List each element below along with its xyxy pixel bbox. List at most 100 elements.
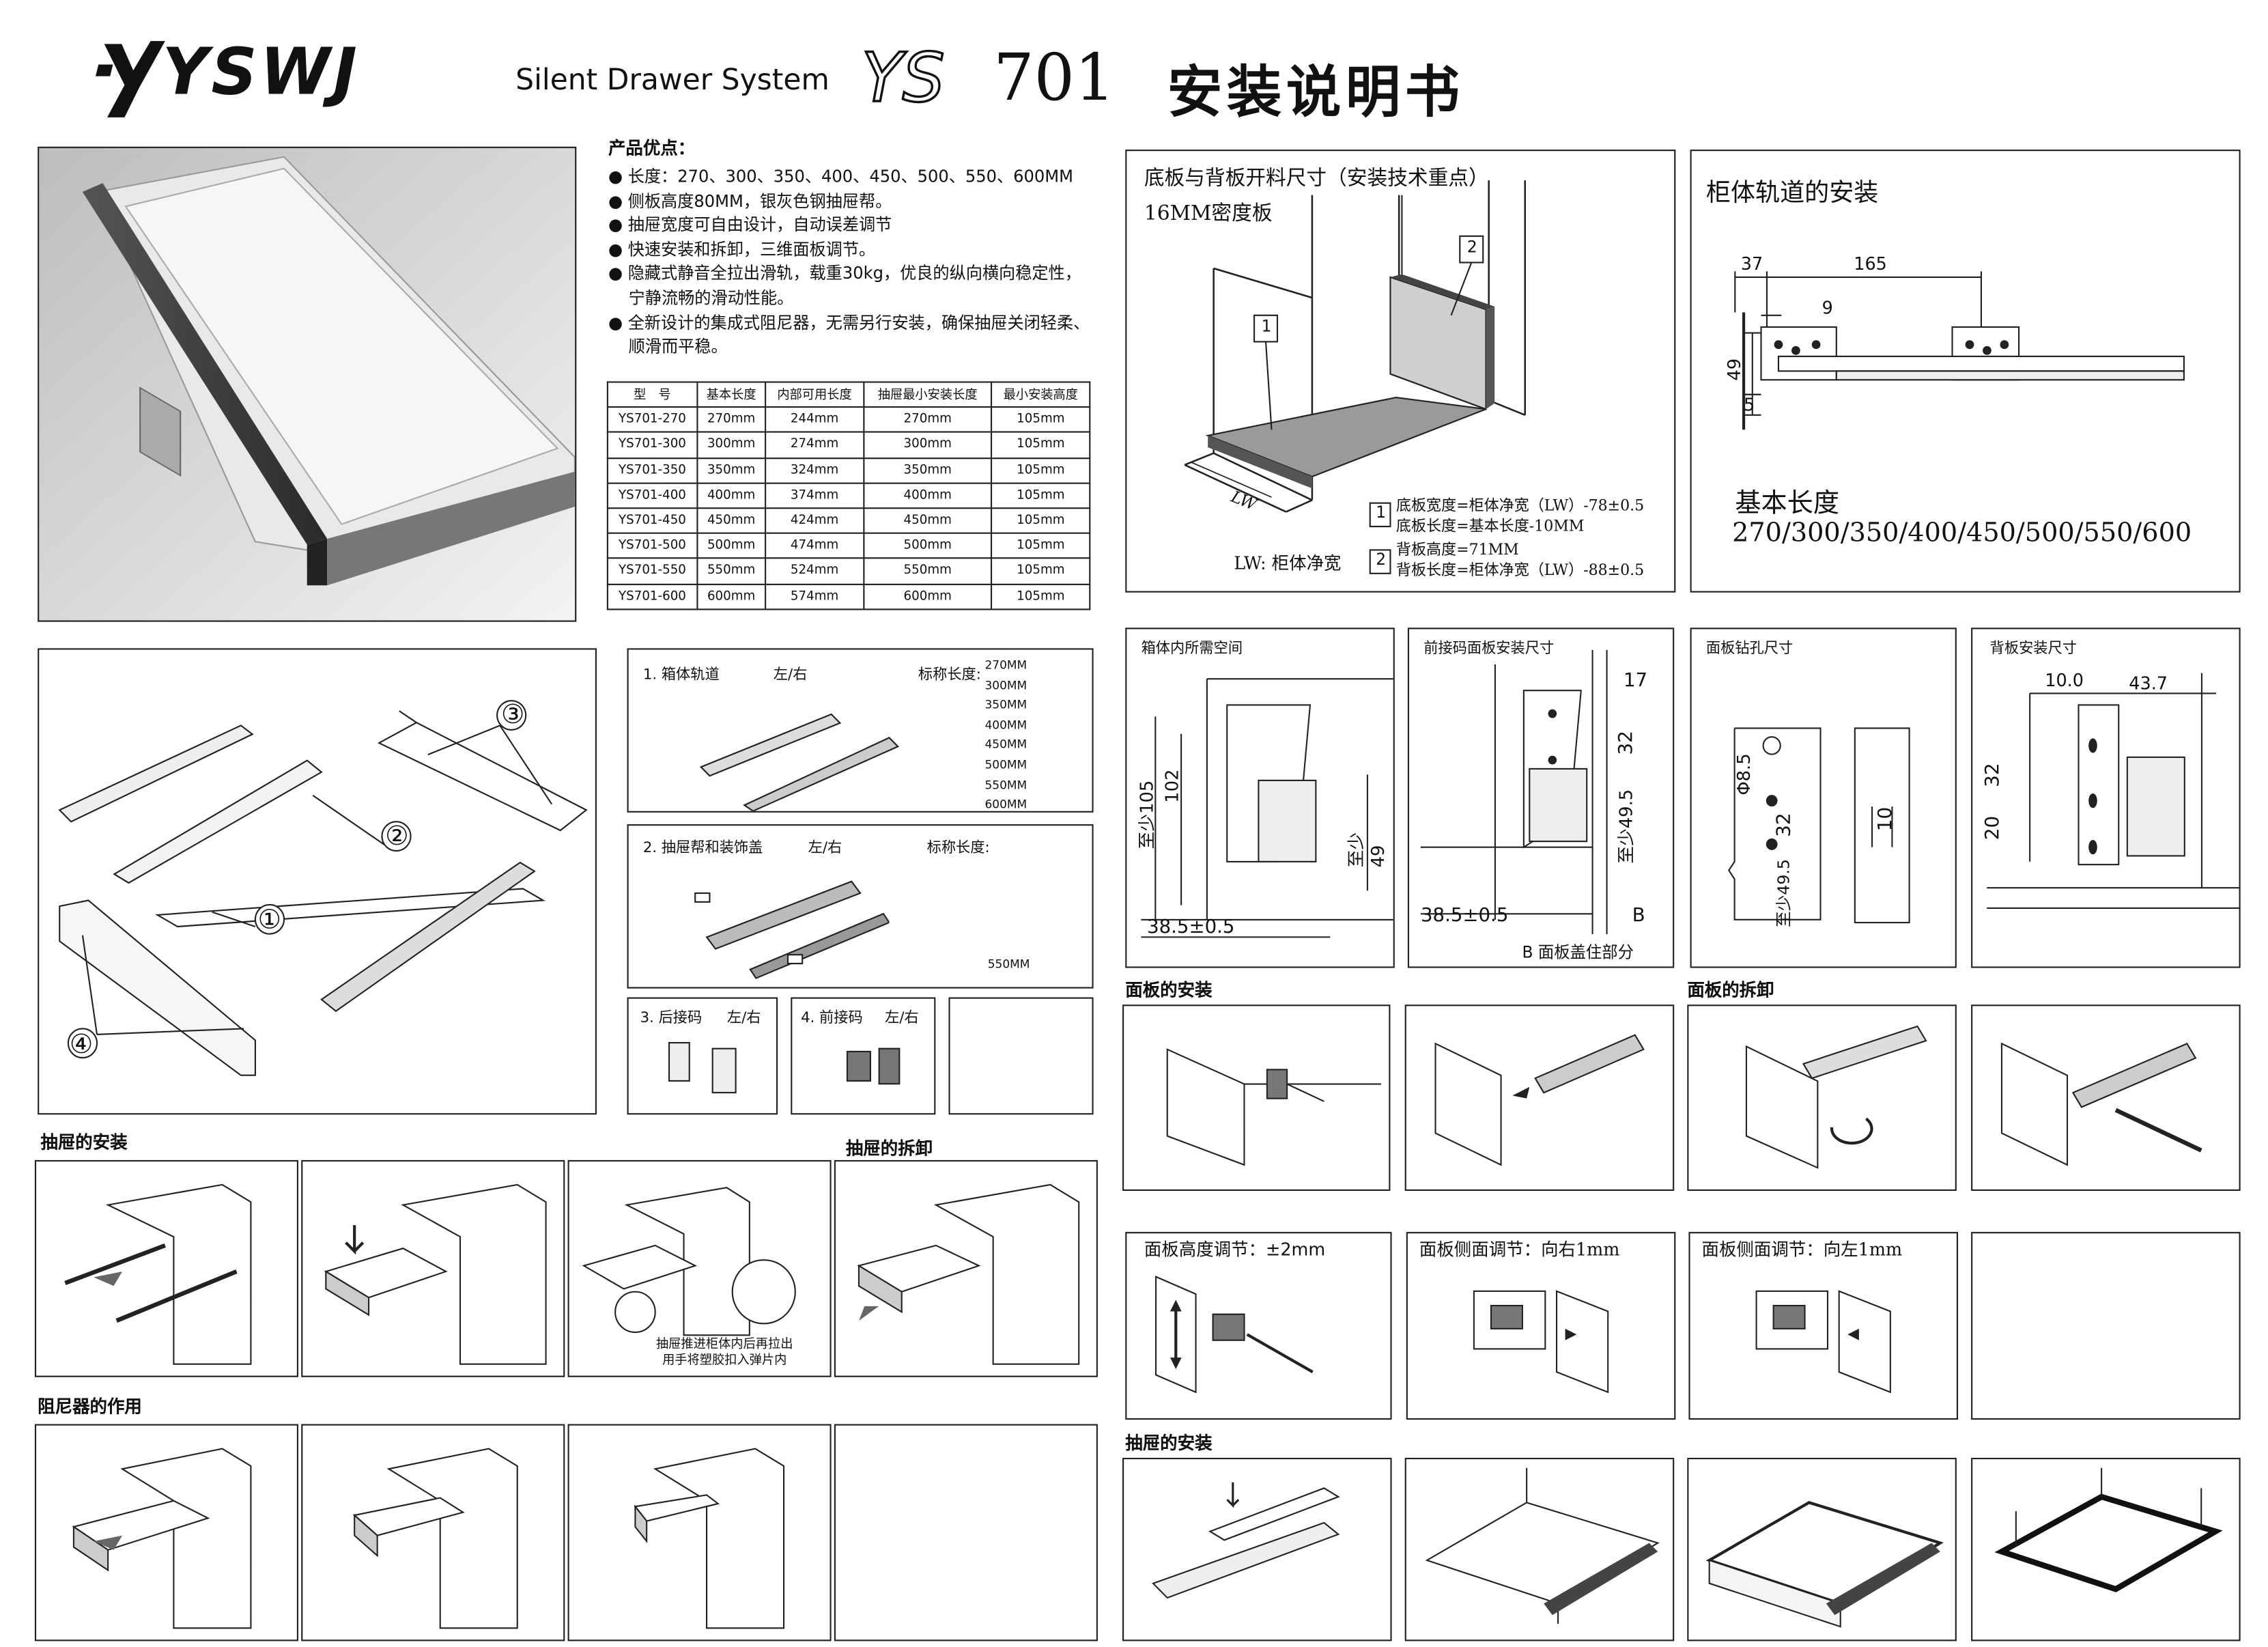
nominal-label-2: 标称长度: [926, 840, 990, 857]
dim-38-5: 38.5±0.5 [1147, 916, 1235, 939]
feature-item: ● 全新设计的集成式阻尼器，无需另行安装，确保抽屉关闭轻柔、顺滑而平稳。 [608, 311, 1090, 357]
drawer-install-diagram-3 [582, 1187, 796, 1336]
nominal-label: 标称长度: [918, 667, 981, 684]
drawer-install-note: 抽屉推进柜体内后再拉出用手将塑胶扣入弹片内 [655, 1337, 793, 1368]
side-adjust-right-panel: 面板侧面调节：向右1mm [1406, 1232, 1676, 1420]
dim-49: 49 [1724, 358, 1745, 381]
damper-step-3 [567, 1424, 832, 1642]
features-title: 产品优点： [608, 137, 696, 158]
board-spec: 16MM密度板 [1144, 202, 1273, 226]
panel-remove-step-2 [1971, 1004, 2241, 1192]
dim-min-49: 至少49 [1346, 832, 1389, 868]
dim-b: B [1632, 905, 1645, 927]
front-dim-diagram [1420, 649, 1608, 935]
dim-43-7: 43.7 [2129, 673, 2168, 694]
callout-circle-3: ③ [500, 699, 525, 731]
empty-damper-box [834, 1424, 1098, 1642]
brand-name: YSWJ [162, 35, 360, 111]
assembly-step-4 [1971, 1457, 2241, 1642]
part-4-lr: 左/右 [885, 1010, 919, 1027]
back-diagram [1987, 673, 2239, 909]
rail-diagram [1734, 271, 2185, 430]
empty-adjust-box [1971, 1232, 2241, 1420]
dim-102: 102 [1162, 769, 1182, 803]
part-3-label: 3. 后接码 [640, 1010, 703, 1027]
dim-9: 9 [1822, 298, 1833, 319]
drawer-install-diagram-1 [64, 1183, 252, 1365]
part-rear-bracket: 3. 后接码 左/右 [627, 997, 778, 1115]
model-number: 701 [993, 41, 1116, 116]
dim-drill-min-49-5: 至少49.5 [1774, 859, 1794, 927]
dim-37: 37 [1740, 253, 1763, 274]
part-1-lr: 左/右 [773, 667, 808, 684]
product-photo [38, 146, 577, 622]
side-adjust-left-diagram [1755, 1290, 1891, 1394]
callout-1: 1 [1261, 316, 1272, 336]
cutting-title: 底板与背板开料尺寸（安装技术重点） [1144, 167, 1489, 191]
height-adjust-diagram [1155, 1276, 1314, 1394]
side-adjust-right-label: 面板侧面调节：向右1mm [1419, 1239, 1620, 1260]
part-1-label: 1. 箱体轨道 [642, 667, 720, 684]
assembly-step-1 [1122, 1457, 1392, 1642]
drawer-remove-diagram-1 [857, 1183, 1080, 1365]
height-adjust-panel: 面板高度调节：±2mm [1125, 1232, 1392, 1420]
damper-diagram-1 [72, 1448, 252, 1629]
brand-mark-icon [96, 41, 165, 117]
panel-drill-panel: 面板钻孔尺寸 Φ8.5 32 至少49.5 10 [1690, 628, 1957, 968]
panel-install-step-1 [1122, 1004, 1391, 1192]
callout-2-note: 2 [1376, 550, 1387, 569]
feature-item: ● 快速安装和拆卸，三维面板调节。 [608, 238, 876, 259]
heading-panel-install: 面板的安装 [1125, 979, 1213, 1000]
dim-back-32: 32 [1982, 763, 2004, 787]
heading-drawer-assembly: 抽屉的安装 [1125, 1433, 1213, 1454]
assembly-step-2 [1404, 1457, 1675, 1642]
base-lengths: 270/300/350/400/450/500/550/600 [1732, 518, 2192, 549]
space-title: 箱体内所需空间 [1141, 640, 1243, 658]
feature-item: ● 隐藏式静音全拉出滑轨，载重30kg，优良的纵向横向稳定性，宁静流畅的滑动性能… [608, 263, 1081, 308]
height-adjust-label: 面板高度调节：±2mm [1144, 1239, 1326, 1260]
cabinet-rail-icon [699, 713, 900, 811]
heading-damper: 阻尼器的作用 [38, 1396, 142, 1417]
panel-install-step-2 [1404, 1004, 1675, 1192]
assembly-diagram-2 [1425, 1467, 1660, 1624]
heading-drawer-remove: 抽屉的拆卸 [845, 1138, 933, 1159]
part-front-bracket: 4. 前接码 左/右 [791, 997, 936, 1115]
spec-table: 型 号 基本长度 内部可用长度 抽屉最小安装长度 最小安装高度 YS701-27… [606, 381, 1091, 610]
exploded-view-panel: ③ ② ① ④ [38, 648, 597, 1115]
panel-remove-diagram-1 [1745, 1025, 1927, 1169]
model-prefix: YS [860, 37, 946, 118]
damper-step-2 [301, 1424, 565, 1642]
drill-title: 面板钻孔尺寸 [1705, 640, 1794, 658]
spec-table-wrap: 型 号 基本长度 内部可用长度 抽屉最小安装长度 最小安装高度 YS701-27… [606, 381, 1091, 610]
drawer-install-step-3: 抽屉推进柜体内后再拉出用手将塑胶扣入弹片内 [567, 1159, 832, 1377]
rear-bracket-icon [668, 1042, 737, 1094]
front-bracket-icon [846, 1047, 901, 1085]
panel-install-diagram-1 [1166, 1048, 1381, 1166]
rail-install-title: 柜体轨道的安装 [1705, 179, 1879, 208]
feature-item: ● 侧板高度80MM，银灰色钢抽屉帮。 [608, 190, 892, 211]
dim-10: 10 [1875, 806, 1897, 832]
front-bracket-dim-panel: 前接码面板安装尺寸 17 32 至少49.5 38.5±0.5 B B 面板盖住… [1407, 628, 1675, 968]
drawer-photo-image [39, 147, 576, 621]
drawer-install-step-2 [301, 1159, 565, 1377]
drawer-install-diagram-2 [324, 1183, 547, 1365]
empty-part-box [948, 997, 1094, 1115]
doc-title: 安装说明书 [1167, 60, 1464, 125]
heading-panel-remove: 面板的拆卸 [1687, 979, 1774, 1000]
damper-diagram-2 [352, 1448, 518, 1629]
callout-circle-2: ② [385, 821, 409, 852]
brand-logo: YSWJ [96, 32, 457, 120]
part-2-label: 2. 抽屉帮和装饰盖 [642, 840, 763, 857]
dim-front-38-5: 38.5±0.5 [1420, 905, 1509, 927]
dim-phi-8-5: Φ8.5 [1733, 753, 1755, 796]
part-2-lr: 左/右 [808, 840, 842, 857]
